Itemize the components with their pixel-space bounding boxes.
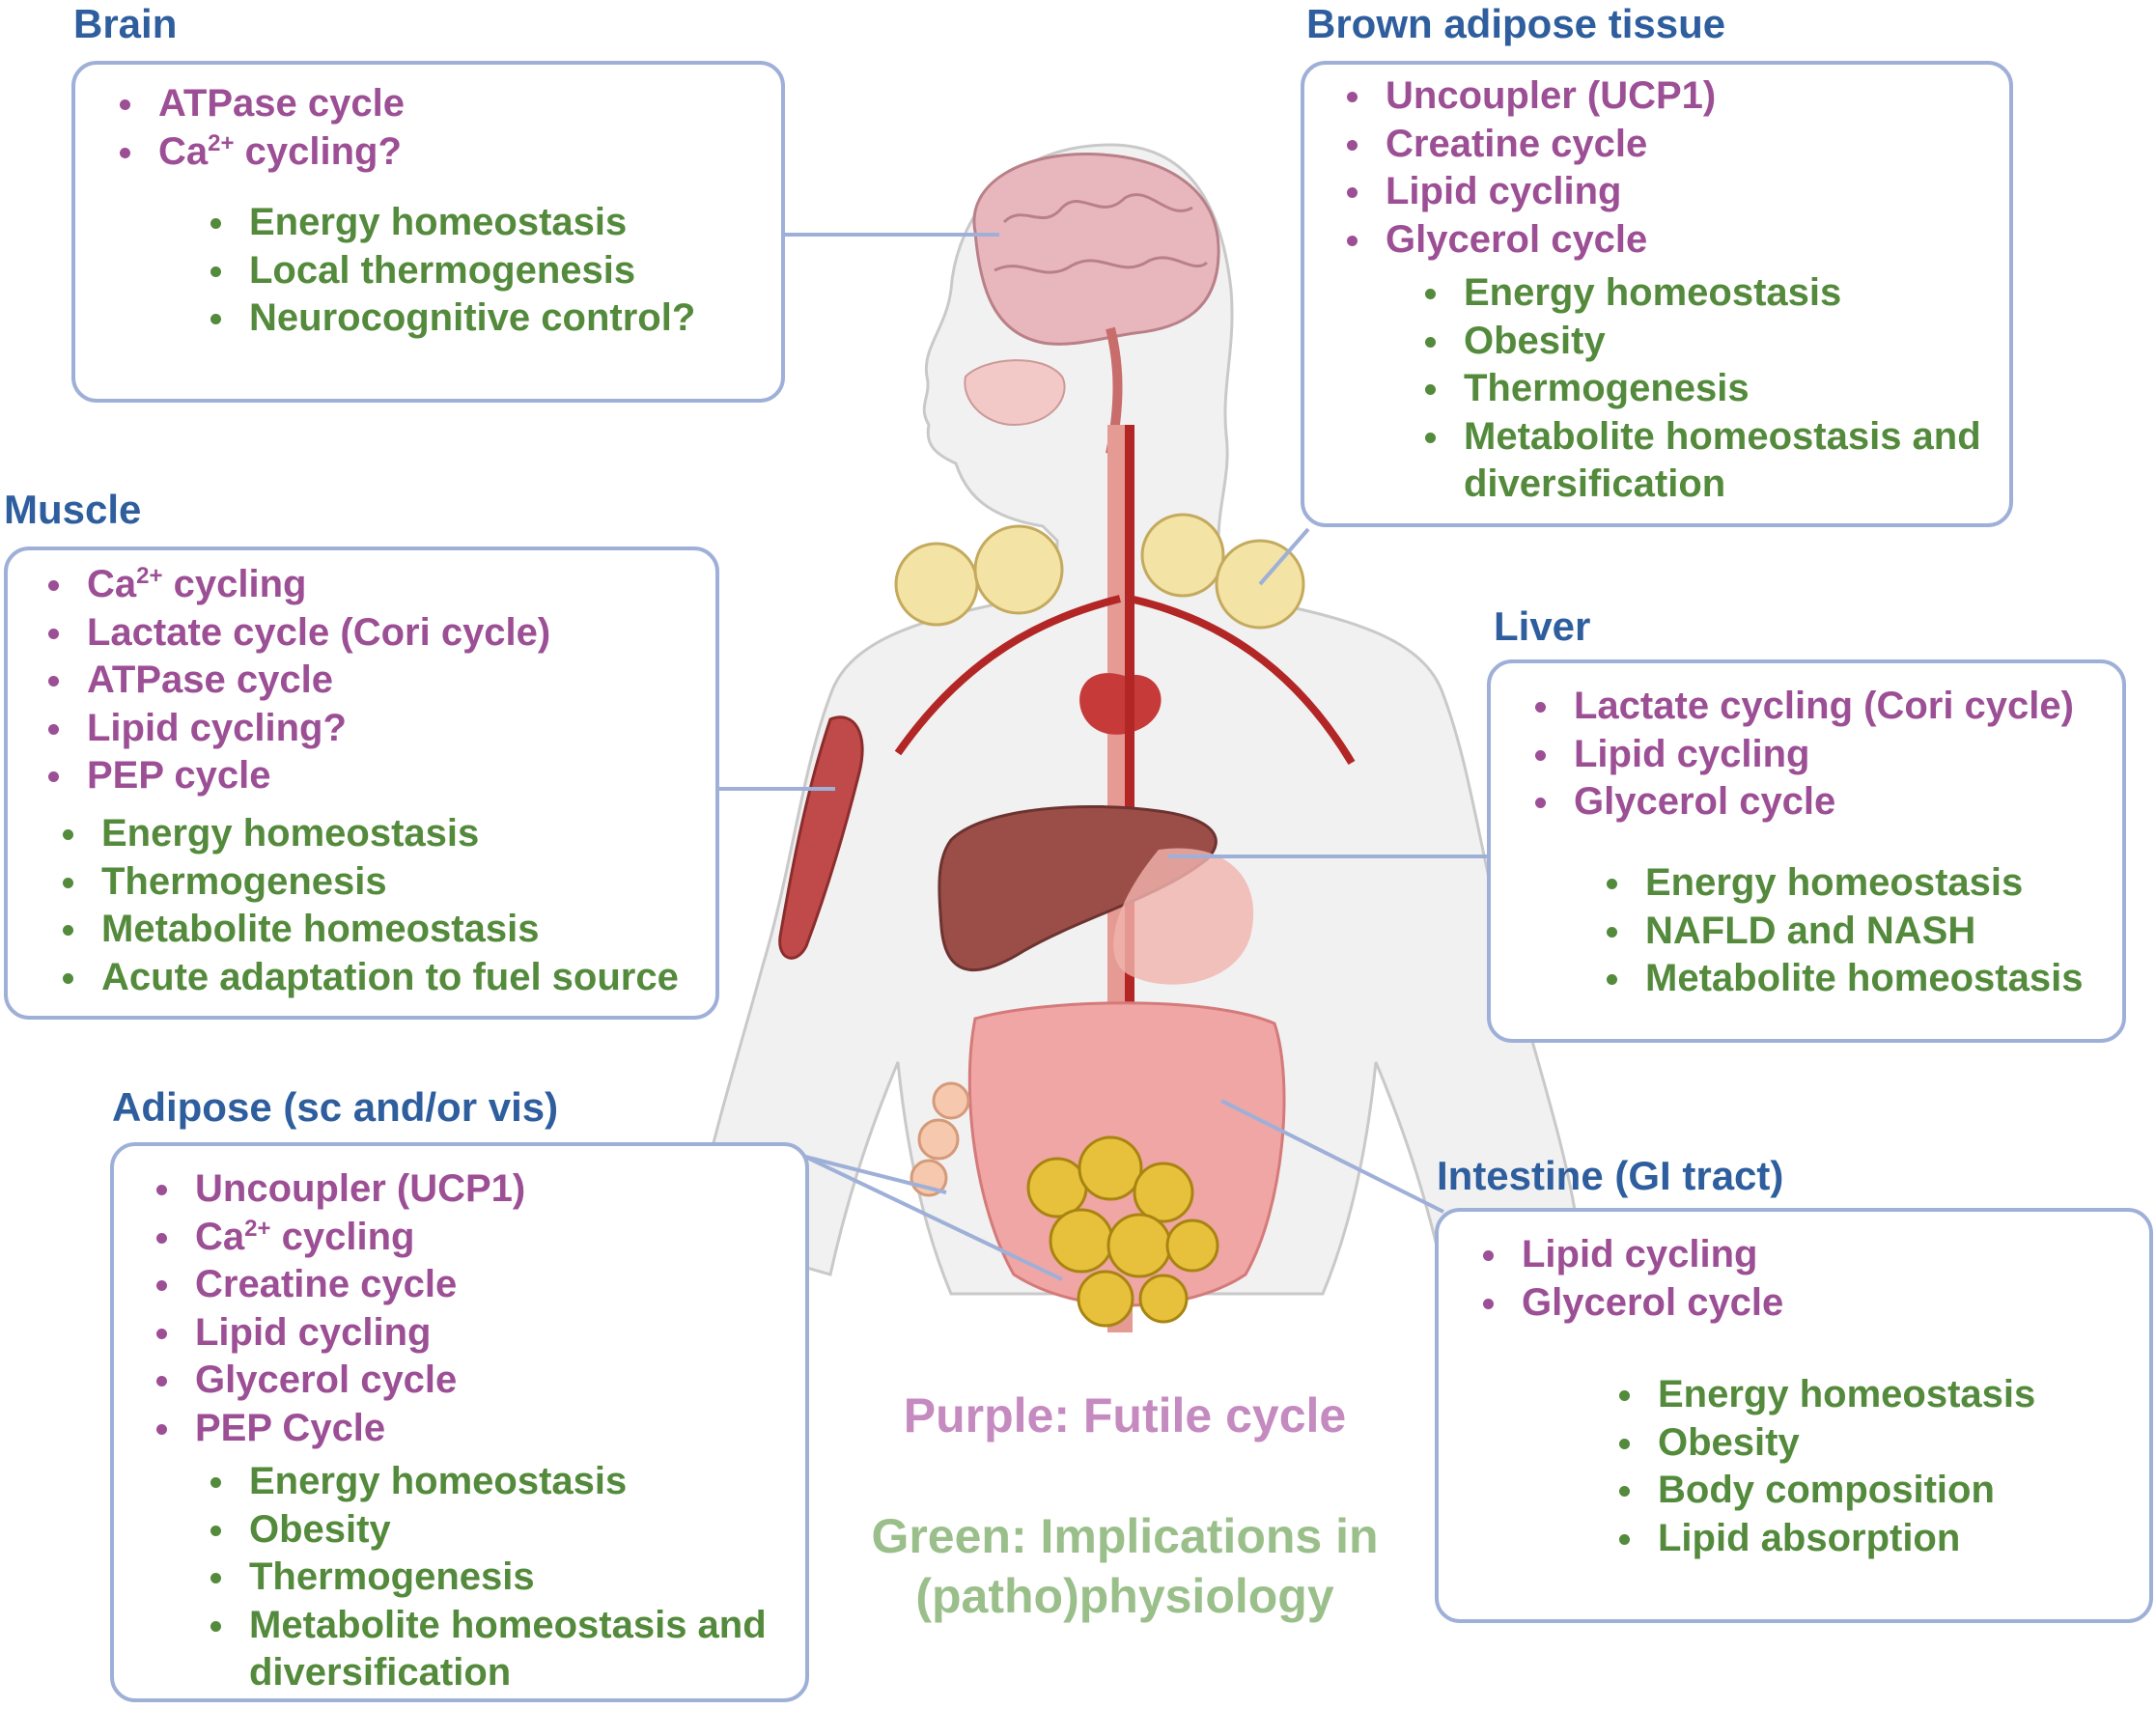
brain-implication-item: Neurocognitive control?	[205, 294, 695, 343]
liver-title: Liver	[1494, 603, 1591, 649]
adipose-cycle-list: Uncoupler (UCP1) Ca2+ cycling Creatine c…	[151, 1165, 525, 1452]
legend-implications-line1: Green: Implications in	[871, 1509, 1379, 1563]
legend-futile-cycle: Purple: Futile cycle	[903, 1388, 1347, 1443]
intestine-box: Lipid cycling Glycerol cycle Energy home…	[1435, 1208, 2153, 1623]
connector-lines	[717, 233, 1487, 1281]
visceral-adipose	[1026, 1135, 1219, 1328]
stomach-organ	[1113, 848, 1254, 985]
intestine-implication-item: Obesity	[1613, 1419, 2035, 1468]
legend-implications-line2: (patho)physiology	[915, 1569, 1334, 1623]
brown-adipose-implication-list: Energy homeostasis Obesity Thermogenesis…	[1419, 269, 1981, 509]
brown-adipose-implication-item: Obesity	[1419, 318, 1981, 366]
intestine-implication-item: Body composition	[1613, 1467, 2035, 1515]
adipose-implication-item: Metabolite homeostasis and	[205, 1602, 767, 1650]
brain-implication-item: Local thermogenesis	[205, 247, 695, 295]
subcutaneous-adipose	[910, 1081, 970, 1197]
adipose-cycle-item: Glycerol cycle	[151, 1357, 525, 1405]
liver-implication-item: NAFLD and NASH	[1601, 908, 2083, 956]
adipose-title: Adipose (sc and/or vis)	[112, 1084, 559, 1130]
brown-adipose-cycle-item: Uncoupler (UCP1)	[1341, 72, 1716, 121]
brain-cycle-item: Ca2+ cycling?	[114, 128, 405, 177]
liver-implication-list: Energy homeostasis NAFLD and NASH Metabo…	[1601, 859, 2083, 1003]
brown-adipose-box: Uncoupler (UCP1) Creatine cycle Lipid cy…	[1301, 61, 2013, 527]
intestine-cycle-item: Lipid cycling	[1477, 1231, 1783, 1279]
adipose-cycle-item: Creatine cycle	[151, 1261, 525, 1309]
muscle-cycle-item: Lactate cycle (Cori cycle)	[42, 609, 550, 658]
brain-organ	[972, 153, 1220, 455]
liver-box: Lactate cycling (Cori cycle) Lipid cycli…	[1487, 659, 2126, 1043]
adipose-implication-item: Thermogenesis	[205, 1554, 767, 1602]
intestine-implication-item: Lipid absorption	[1613, 1515, 2035, 1563]
brain-cycle-list: ATPase cycle Ca2+ cycling?	[114, 80, 405, 176]
muscle-cycle-item: Ca2+ cycling	[42, 561, 550, 609]
muscle-implication-item: Energy homeostasis	[57, 810, 679, 858]
liver-implication-item: Energy homeostasis	[1601, 859, 2083, 908]
brain-implication-item: Energy homeostasis	[205, 199, 695, 247]
muscle-cycle-item: ATPase cycle	[42, 657, 550, 705]
liver-cycle-list: Lactate cycling (Cori cycle) Lipid cycli…	[1529, 683, 2074, 826]
brown-adipose-implication-item: Energy homeostasis	[1419, 269, 1981, 318]
adipose-implication-item: Energy homeostasis	[205, 1458, 767, 1506]
muscle-implication-item: Thermogenesis	[57, 858, 679, 907]
muscle-organ	[778, 715, 864, 960]
adipose-implication-item: Obesity	[205, 1506, 767, 1555]
brown-adipose-cycle-item: Lipid cycling	[1341, 168, 1716, 216]
adipose-implication-list: Energy homeostasis Obesity Thermogenesis…	[205, 1458, 767, 1697]
intestine-implication-item: Energy homeostasis	[1613, 1371, 2035, 1419]
muscle-implication-list: Energy homeostasis Thermogenesis Metabol…	[57, 810, 679, 1001]
muscle-box: Ca2+ cycling Lactate cycle (Cori cycle) …	[4, 546, 719, 1020]
adipose-box: Uncoupler (UCP1) Ca2+ cycling Creatine c…	[110, 1142, 809, 1702]
intestine-cycle-list: Lipid cycling Glycerol cycle	[1477, 1231, 1783, 1327]
legend-implications: Green: Implications in (patho)physiology	[826, 1506, 1424, 1626]
adipose-implication-item: diversification	[249, 1651, 512, 1694]
adipose-cycle-item: PEP Cycle	[151, 1405, 525, 1453]
brown-adipose-title: Brown adipose tissue	[1306, 1, 1726, 46]
brown-adipose-implication-item: Thermogenesis	[1419, 365, 1981, 413]
liver-cycle-item: Lipid cycling	[1529, 731, 2074, 779]
muscle-implication-item: Acute adaptation to fuel source	[57, 954, 679, 1002]
muscle-implication-item: Metabolite homeostasis	[57, 906, 679, 954]
intestine-implication-list: Energy homeostasis Obesity Body composit…	[1613, 1371, 2035, 1562]
adipose-cycle-item: Ca2+ cycling	[151, 1214, 525, 1262]
adipose-cycle-item: Lipid cycling	[151, 1309, 525, 1358]
brown-adipose-implication-item: Metabolite homeostasis and	[1419, 413, 1981, 462]
muscle-cycle-list: Ca2+ cycling Lactate cycle (Cori cycle) …	[42, 561, 550, 800]
muscle-title: Muscle	[4, 487, 142, 532]
muscle-cycle-item: Lipid cycling?	[42, 705, 550, 753]
brown-adipose-cycle-list: Uncoupler (UCP1) Creatine cycle Lipid cy…	[1341, 72, 1716, 264]
brown-adipose-implication-item: diversification	[1464, 462, 1726, 505]
muscle-cycle-item: PEP cycle	[42, 752, 550, 800]
brain-implication-list: Energy homeostasis Local thermogenesis N…	[205, 199, 695, 343]
intestine-cycle-item: Glycerol cycle	[1477, 1279, 1783, 1328]
brown-adipose-cycle-item: Creatine cycle	[1341, 121, 1716, 169]
brain-title: Brain	[73, 1, 178, 46]
liver-implication-item: Metabolite homeostasis	[1601, 955, 2083, 1003]
brown-adipose-tissue	[894, 513, 1305, 630]
liver-cycle-item: Glycerol cycle	[1529, 778, 2074, 826]
intestine-title: Intestine (GI tract)	[1437, 1153, 1784, 1198]
liver-cycle-item: Lactate cycling (Cori cycle)	[1529, 683, 2074, 731]
brown-adipose-cycle-item: Glycerol cycle	[1341, 216, 1716, 265]
adipose-cycle-item: Uncoupler (UCP1)	[151, 1165, 525, 1214]
brain-box: ATPase cycle Ca2+ cycling? Energy homeos…	[71, 61, 785, 403]
brain-cycle-item: ATPase cycle	[114, 80, 405, 128]
